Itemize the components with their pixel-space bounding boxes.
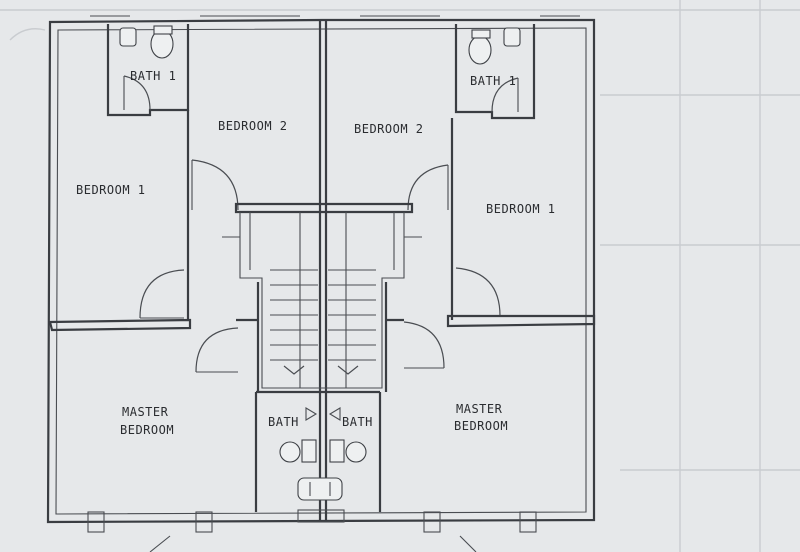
left-bedroom-partitions (139, 110, 239, 320)
master-bedroom-walls (48, 314, 596, 332)
right-bath-1-label: BATH 1 (470, 74, 516, 88)
left-bath-1-walls (106, 24, 190, 117)
right-bedroom-partitions (407, 118, 501, 320)
left-bedroom-2-label: BEDROOM 2 (218, 119, 288, 133)
stair-core (222, 202, 422, 392)
landing-doors (195, 318, 445, 373)
right-bath-1-walls (454, 24, 536, 120)
right-master-label-line1: MASTER (456, 402, 503, 416)
right-master-label-line2: BEDROOM (454, 419, 508, 433)
left-bath-bottom-label: BATH (268, 415, 299, 429)
left-master-label-line1: MASTER (122, 405, 169, 419)
left-master-label-line2: BEDROOM (120, 423, 174, 437)
exterior-walls (46, 18, 596, 524)
bottom-baths (254, 390, 382, 512)
left-bath-1-label: BATH 1 (130, 69, 176, 83)
right-bath-bottom-label: BATH (342, 415, 373, 429)
right-bedroom-2-label: BEDROOM 2 (354, 122, 424, 136)
left-bedroom-1-label: BEDROOM 1 (76, 183, 146, 197)
right-bedroom-1-label: BEDROOM 1 (486, 202, 556, 216)
bottom-windows (87, 509, 537, 552)
